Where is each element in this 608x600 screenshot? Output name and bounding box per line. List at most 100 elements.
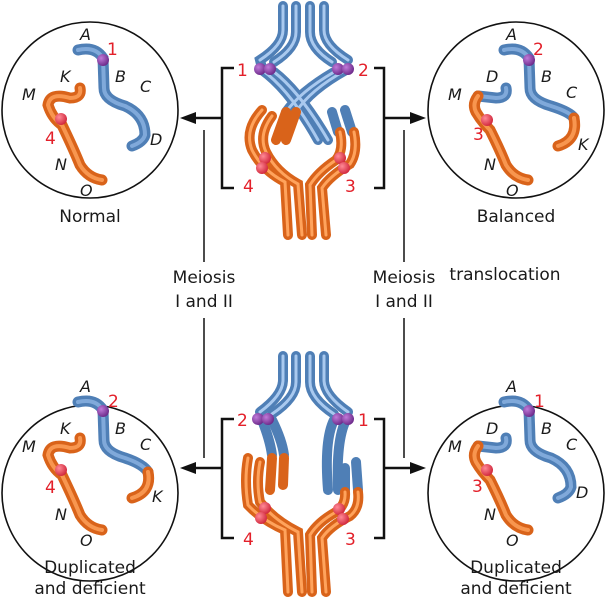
gene-label: M <box>22 85 36 104</box>
gene-label: O <box>80 531 93 550</box>
chromosome-orange-k <box>126 466 155 504</box>
gene-label: B <box>115 419 126 438</box>
chromosome-orange <box>468 440 534 536</box>
chromosome-blue <box>498 395 577 504</box>
centromere-label: 4 <box>45 478 56 498</box>
gene-label: K <box>60 67 72 86</box>
gene-label: K <box>152 487 164 506</box>
chromosome-orange <box>42 82 108 186</box>
quadrivalent-top: 1 2 4 3 <box>237 1 369 240</box>
cell-caption-line2: and deficient <box>34 579 146 599</box>
gene-label: N <box>484 505 496 524</box>
gene-label: B <box>541 67 552 86</box>
arrowhead-right-icon <box>410 112 426 124</box>
cell-duplicated-deficient-right: A B C D D M N O 1 3 Duplicated and defic… <box>427 377 605 599</box>
gene-label: M <box>448 437 462 456</box>
centromere-red <box>333 503 345 515</box>
centromere-purple <box>254 63 266 75</box>
centromere-label: 3 <box>345 530 356 550</box>
centromere-label: 4 <box>243 530 254 550</box>
centromere-purple <box>332 63 344 75</box>
centromere-purple <box>97 54 109 66</box>
gene-label: C <box>566 83 578 102</box>
gene-label: C <box>140 435 152 454</box>
cell-duplicated-deficient-left: A B C K K M N O 2 4 Duplicated and defic… <box>1 377 179 599</box>
centromere-label: 2 <box>533 40 544 60</box>
cell-caption-line2: and deficient <box>460 579 572 599</box>
centromere-purple <box>342 413 354 425</box>
gene-label: A <box>505 377 517 396</box>
quadrivalent-bottom: 2 1 4 3 <box>237 351 369 597</box>
centromere-label: 2 <box>237 411 248 431</box>
chromosome-blue-d <box>472 432 512 454</box>
chromosome-blue-d <box>472 82 512 104</box>
gene-label: N <box>55 155 67 174</box>
centromere-red <box>256 162 268 174</box>
centromere-label: 3 <box>472 477 483 497</box>
gene-label: K <box>60 419 72 438</box>
cell-caption: Normal <box>59 207 121 227</box>
centromere-purple <box>342 63 354 75</box>
centromere-red <box>337 513 349 525</box>
chromosome-blue <box>72 395 154 478</box>
gene-label: O <box>506 531 519 550</box>
bracket-bottom-left <box>220 417 234 540</box>
meiosis-label-right-line1: Meiosis <box>373 268 436 288</box>
arrowhead-left-icon <box>180 112 196 124</box>
gene-label: A <box>79 377 91 396</box>
centromere-label: 4 <box>45 129 56 149</box>
gene-label: C <box>140 77 152 96</box>
centromere-red <box>55 464 67 476</box>
gene-label: D <box>486 67 498 86</box>
meiosis-label-left-line2: I and II <box>175 292 233 312</box>
centromere-label: 1 <box>358 411 369 431</box>
bracket-top-left <box>220 66 234 190</box>
cell-caption-line1: Duplicated <box>470 558 562 578</box>
centromere-purple <box>97 405 109 417</box>
gene-label: M <box>448 85 462 104</box>
arrowheads <box>180 112 426 474</box>
centromere-label: 3 <box>473 125 484 145</box>
translocation-note: translocation <box>449 265 560 285</box>
gene-label: O <box>506 181 519 200</box>
cell-outline <box>1 21 179 199</box>
chromosome-orange-k <box>552 112 581 152</box>
centromere-purple <box>252 413 264 425</box>
centromere-red <box>255 512 267 524</box>
centromere-label: 1 <box>534 392 545 412</box>
centromere-red <box>338 162 350 174</box>
gene-label: A <box>505 25 517 44</box>
gene-label: N <box>55 505 67 524</box>
centromere-label: 2 <box>108 392 119 412</box>
meiosis-lines <box>203 130 405 458</box>
centromere-red <box>334 152 346 164</box>
arrowhead-left-icon <box>180 462 196 474</box>
cell-caption: Balanced <box>477 207 556 227</box>
centromere-label: 1 <box>237 61 248 81</box>
chromosome-orange <box>468 90 534 186</box>
chromosome-orange <box>42 432 108 536</box>
cell-outline <box>427 21 605 199</box>
gene-label: D <box>486 419 498 438</box>
meiosis-label-left-line1: Meiosis <box>173 268 236 288</box>
chromosome-blue <box>498 43 580 124</box>
gene-label: B <box>115 67 126 86</box>
centromere-label: 2 <box>358 61 369 81</box>
centromere-label: 3 <box>345 177 356 197</box>
centromere-red <box>55 113 67 125</box>
gene-label: O <box>80 181 93 200</box>
gene-label: A <box>79 25 91 44</box>
cell-normal: A B C D K M N O 1 4 Normal <box>1 21 179 227</box>
gene-label: D <box>576 483 588 502</box>
centromere-red <box>259 502 271 514</box>
cell-caption-line1: Duplicated <box>44 558 136 578</box>
centromere-purple <box>264 63 276 75</box>
bracket-lines <box>190 66 412 540</box>
cell-balanced: A B C K D M N O 2 3 Balanced <box>427 21 605 227</box>
gene-label: M <box>22 437 36 456</box>
centromere-label: 1 <box>107 40 118 60</box>
centromere-red <box>259 152 271 164</box>
centromere-label: 4 <box>243 177 254 197</box>
bracket-top-right <box>374 66 386 190</box>
